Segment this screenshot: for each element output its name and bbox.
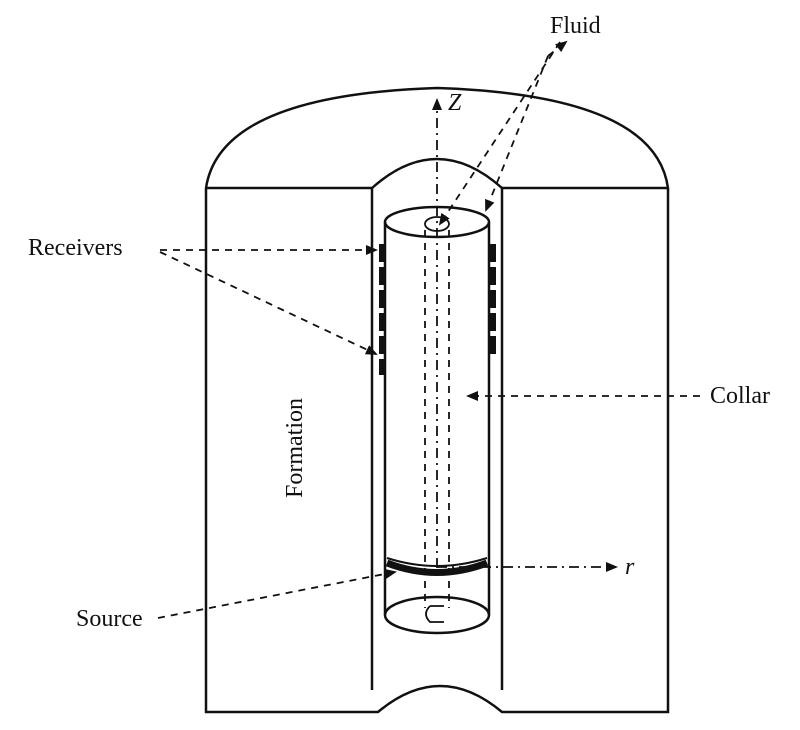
formation-top-dome: [204, 86, 670, 189]
receivers-right: [489, 244, 496, 354]
formation-label: Formation: [282, 398, 308, 498]
fluid-label: Fluid: [550, 13, 601, 39]
fluid-leader-1: [438, 41, 561, 226]
borehole-top-opening: [206, 157, 668, 190]
collar-inner-bottom: [425, 605, 444, 623]
source-ring-upper: [386, 557, 488, 567]
source-ring: [385, 559, 489, 576]
collar-bottom-ellipse: [383, 595, 491, 635]
receivers-label: Receivers: [28, 235, 123, 261]
z-axis-label: Z: [448, 90, 462, 116]
source-leader: [157, 568, 397, 619]
receivers-left: [379, 244, 386, 375]
source-label: Source: [76, 606, 143, 632]
fluid-leader-3: [547, 40, 568, 57]
receivers-leader-lower: [159, 251, 378, 355]
fluid-leader-2: [485, 55, 549, 212]
formation-left-block: [204, 188, 670, 714]
r-axis-label: r: [625, 554, 635, 580]
collar-label: Collar: [710, 383, 770, 409]
